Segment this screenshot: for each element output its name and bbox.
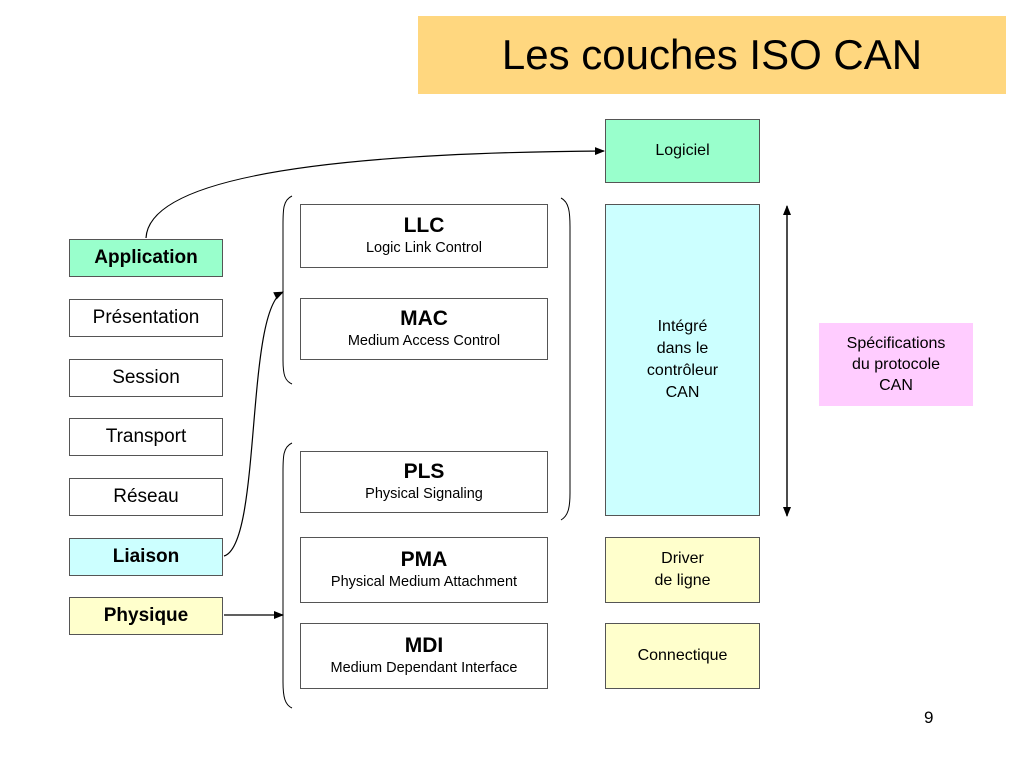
- can-layer-mac: MAC Medium Access Control: [300, 298, 548, 360]
- osi-layer-presentation: Présentation: [69, 299, 223, 337]
- arrow-application-to-logiciel: [145, 147, 605, 239]
- brace-left-physical: [282, 442, 293, 709]
- brace-left-llc-mac: [282, 195, 293, 385]
- impl-driver-ligne: Driver de ligne: [605, 537, 760, 603]
- pma-full-name: Physical Medium Attachment: [330, 574, 518, 590]
- impl-integre-controleur: Intégré dans le contrôleur CAN: [605, 204, 760, 516]
- can-layer-llc: LLC Logic Link Control: [300, 204, 548, 268]
- impl-logiciel: Logiciel: [605, 119, 760, 183]
- can-layer-pls: PLS Physical Signaling: [300, 451, 548, 513]
- slide-title: Les couches ISO CAN: [418, 16, 1006, 94]
- llc-full-name: Logic Link Control: [365, 240, 483, 256]
- pma-abbr: PMA: [400, 548, 448, 571]
- osi-layer-application: Application: [69, 239, 223, 277]
- specifications-protocole: Spécifications du protocole CAN: [819, 323, 973, 406]
- page-number: 9: [924, 708, 934, 727]
- pls-full-name: Physical Signaling: [365, 486, 483, 502]
- osi-layer-transport: Transport: [69, 418, 223, 456]
- osi-layer-physique: Physique: [69, 597, 223, 635]
- llc-abbr: LLC: [403, 214, 445, 237]
- can-layer-mdi: MDI Medium Dependant Interface: [300, 623, 548, 689]
- pls-abbr: PLS: [403, 460, 445, 483]
- arrow-liaison-to-llc-mac: [223, 291, 284, 557]
- mdi-full-name: Medium Dependant Interface: [330, 660, 518, 676]
- impl-connectique: Connectique: [605, 623, 760, 689]
- brace-right-integre: [560, 197, 571, 521]
- can-layer-pma: PMA Physical Medium Attachment: [300, 537, 548, 603]
- mac-full-name: Medium Access Control: [347, 333, 501, 349]
- mdi-abbr: MDI: [404, 634, 444, 657]
- mac-abbr: MAC: [400, 307, 448, 330]
- osi-layer-session: Session: [69, 359, 223, 397]
- osi-layer-reseau: Réseau: [69, 478, 223, 516]
- osi-layer-liaison: Liaison: [69, 538, 223, 576]
